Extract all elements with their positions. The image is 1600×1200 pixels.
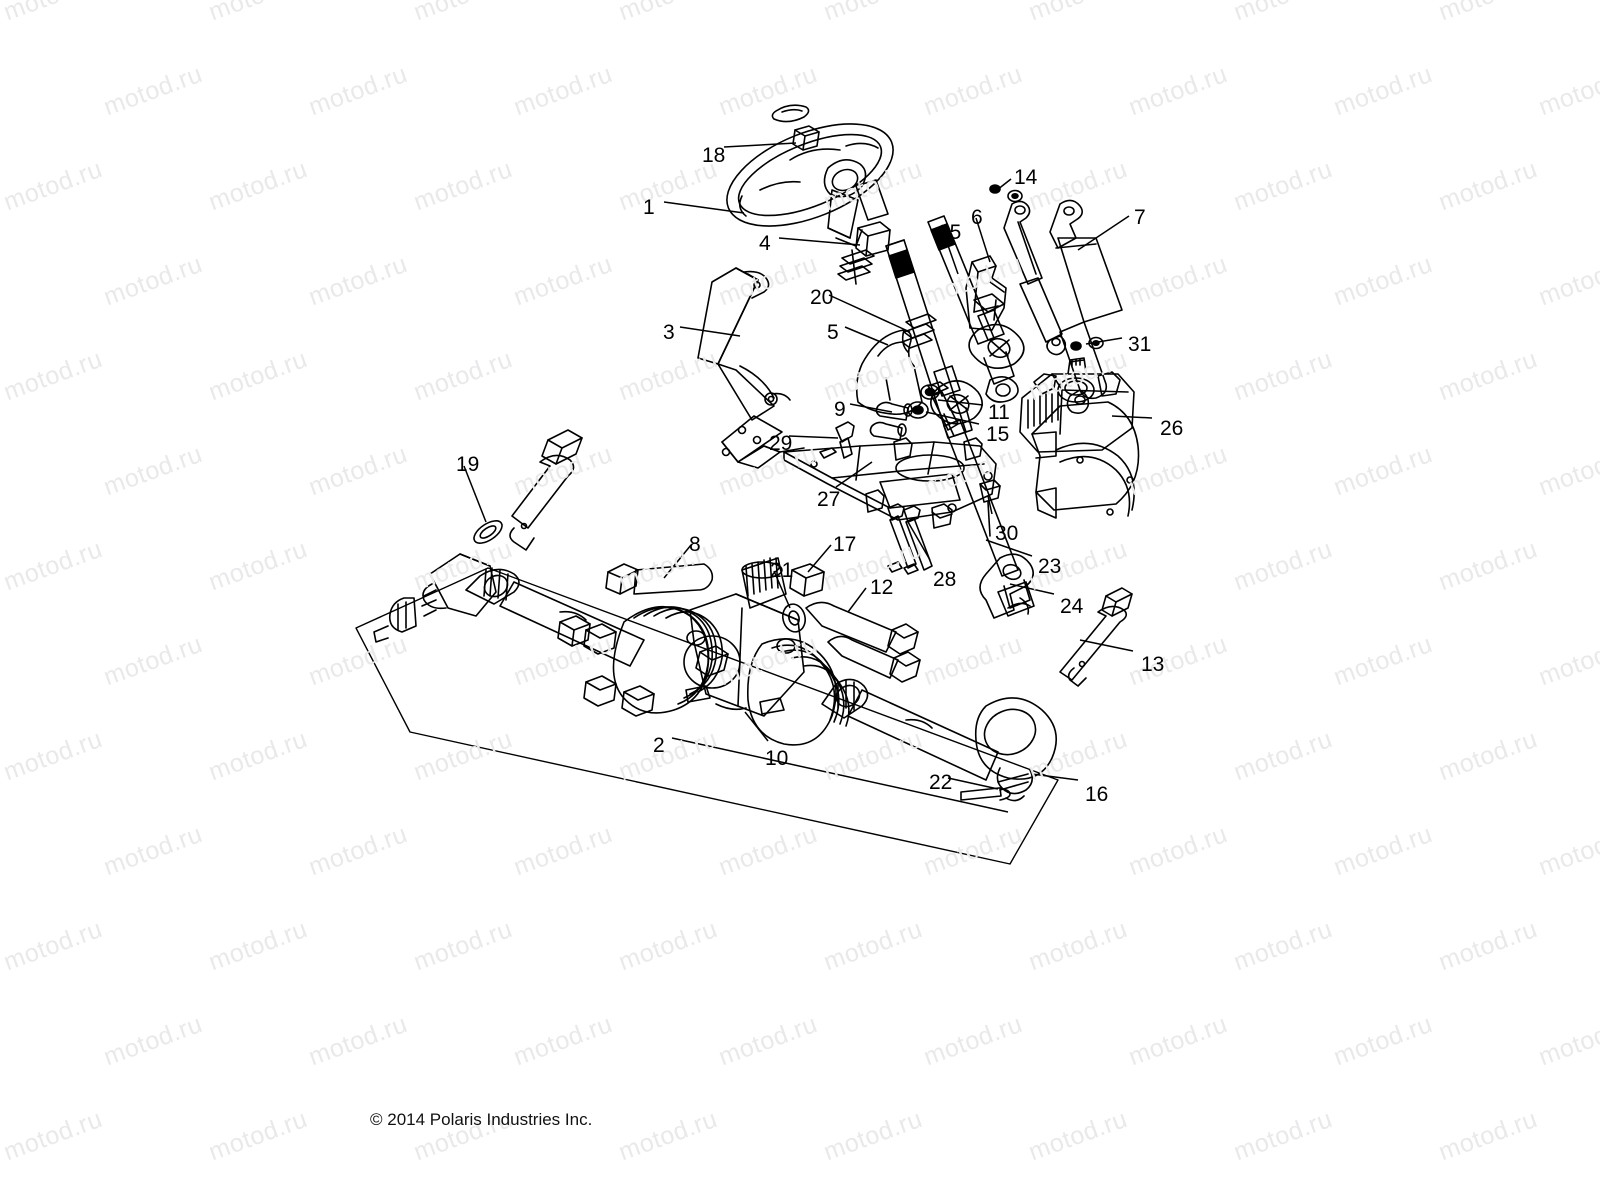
nut-17-part <box>789 563 825 597</box>
callout-30: 30 <box>995 522 1019 545</box>
eps-motor-unit-part <box>1019 357 1140 519</box>
clamp-part <box>901 313 937 349</box>
callout-8: 8 <box>689 533 701 556</box>
callout-16: 16 <box>1085 783 1109 806</box>
washer-19-part <box>473 520 503 544</box>
callout-6: 6 <box>971 206 983 229</box>
callout-24: 24 <box>1060 595 1084 618</box>
bolt-12-part <box>805 601 921 683</box>
callout-7: 7 <box>1134 206 1146 229</box>
steering-wheel-nut-part <box>771 104 820 151</box>
upper-steering-shaft-part <box>885 239 983 439</box>
tilt-lever-part <box>965 255 1007 331</box>
callout-15: 15 <box>986 423 1010 446</box>
callout-31: 31 <box>1128 333 1152 356</box>
callout-27: 27 <box>817 488 841 511</box>
rack-boot-detail <box>715 703 747 711</box>
mounting-bolt-13-part <box>1059 587 1133 687</box>
callout-5: 5 <box>827 321 839 344</box>
callout-22: 22 <box>929 771 953 794</box>
support-plate-part <box>783 437 997 529</box>
callout-23: 23 <box>1038 555 1062 578</box>
bushing-21-part <box>782 603 806 633</box>
copyright-notice: © 2014 Polaris Industries Inc. <box>370 1110 593 1129</box>
callout-19: 19 <box>456 453 480 476</box>
callout-17: 17 <box>833 533 857 556</box>
column-bushing-part <box>837 221 891 285</box>
leader-lines <box>463 142 1153 813</box>
callout-4: 4 <box>759 232 771 255</box>
flange-bolt-8-part <box>605 563 714 595</box>
callout-29: 29 <box>769 432 793 455</box>
callout-26: 26 <box>1160 417 1184 440</box>
callout-1: 1 <box>643 196 655 219</box>
callout-20: 20 <box>810 286 834 309</box>
nut-15-part <box>907 384 940 419</box>
washer-14-part <box>989 184 1023 203</box>
callout-28: 28 <box>933 568 957 591</box>
callout-9: 9 <box>834 398 846 421</box>
callout-14: 14 <box>1014 166 1038 189</box>
cotter-pin-22-part <box>960 787 1011 801</box>
screw-9-part <box>869 401 913 441</box>
callout-12: 12 <box>870 576 894 599</box>
long-bolt-left-part <box>509 429 583 551</box>
callout-2: 2 <box>653 734 665 757</box>
callout-13: 13 <box>1141 653 1165 676</box>
bolt-28-part <box>887 503 933 575</box>
callout-25: 25 <box>938 221 962 244</box>
callout-3: 3 <box>663 321 675 344</box>
callout-11: 11 <box>988 401 1010 424</box>
bolt-30-part <box>979 479 1001 537</box>
callout-18: 18 <box>702 144 726 167</box>
upper-steering-shaft-right <box>927 215 1025 403</box>
tilt-bracket-part <box>697 267 805 469</box>
callout-10: 10 <box>765 747 789 770</box>
gas-spring-part <box>1003 199 1123 414</box>
callout-21: 21 <box>770 559 794 582</box>
screw-29-part <box>819 421 855 459</box>
